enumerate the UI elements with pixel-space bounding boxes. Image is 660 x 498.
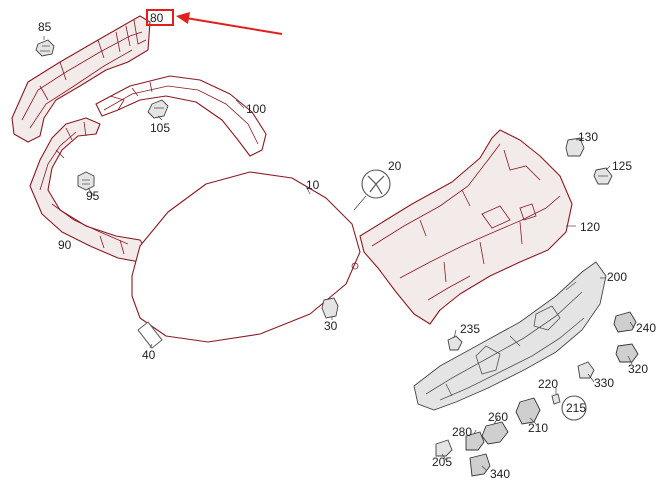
part-320-connector[interactable] — [615, 343, 639, 363]
highlight-box — [146, 9, 174, 26]
part-90-trim-frame[interactable] — [29, 117, 149, 263]
part-340-latch[interactable] — [469, 453, 491, 477]
part-200-lower-trim[interactable] — [413, 261, 607, 411]
part-120-inner-panel[interactable] — [359, 129, 573, 325]
callout-340: 340 — [490, 467, 510, 481]
callout-330: 330 — [594, 376, 614, 390]
callout-105: 105 — [150, 121, 170, 135]
callout-205: 205 — [432, 455, 452, 469]
callout-260: 260 — [488, 410, 508, 424]
highlight-arrow — [176, 12, 283, 35]
callout-200: 200 — [607, 270, 627, 284]
callout-130: 130 — [578, 130, 598, 144]
part-205-lamp-holder[interactable] — [435, 439, 453, 457]
callout-240: 240 — [636, 321, 656, 335]
part-30-pad[interactable] — [321, 297, 339, 319]
callout-20: 20 — [388, 159, 402, 173]
callout-215: 215 — [566, 401, 586, 415]
part-130-clip[interactable] — [565, 137, 585, 157]
part-215-detail-circle[interactable] — [561, 395, 587, 421]
callout-320: 320 — [628, 362, 648, 376]
callout-220: 220 — [538, 377, 558, 391]
part-220-screw[interactable] — [551, 393, 561, 405]
callout-10: 10 — [306, 178, 320, 192]
callout-100: 100 — [246, 102, 266, 116]
part-240-switch[interactable] — [613, 311, 637, 333]
callout-85: 85 — [38, 20, 52, 34]
part-95-clip[interactable] — [77, 171, 95, 191]
callout-235: 235 — [460, 322, 480, 336]
callout-40: 40 — [142, 348, 156, 362]
leader-lines — [43, 36, 635, 471]
part-125-clip[interactable] — [593, 167, 613, 185]
callout-30: 30 — [324, 319, 338, 333]
callout-210: 210 — [528, 421, 548, 435]
part-235-clip[interactable] — [447, 335, 463, 351]
part-20-wrench-icon[interactable] — [361, 169, 391, 199]
part-105-clip[interactable] — [147, 99, 169, 119]
part-100-spoiler[interactable] — [95, 75, 267, 157]
callout-95: 95 — [86, 189, 100, 203]
part-80-spoiler-trim[interactable] — [11, 15, 151, 143]
part-280-lamp[interactable] — [465, 431, 485, 451]
callout-80: 80 — [150, 11, 164, 25]
part-330-sensor[interactable] — [577, 361, 595, 379]
callout-280: 280 — [452, 425, 472, 439]
part-40-seal-strip[interactable] — [137, 321, 163, 349]
part-85-clip[interactable] — [35, 39, 55, 57]
callout-125: 125 — [612, 159, 632, 173]
callout-120: 120 — [580, 220, 600, 234]
part-260-lamp[interactable] — [481, 421, 509, 445]
part-10-window-glass[interactable] — [131, 171, 361, 343]
callout-90: 90 — [58, 238, 72, 252]
